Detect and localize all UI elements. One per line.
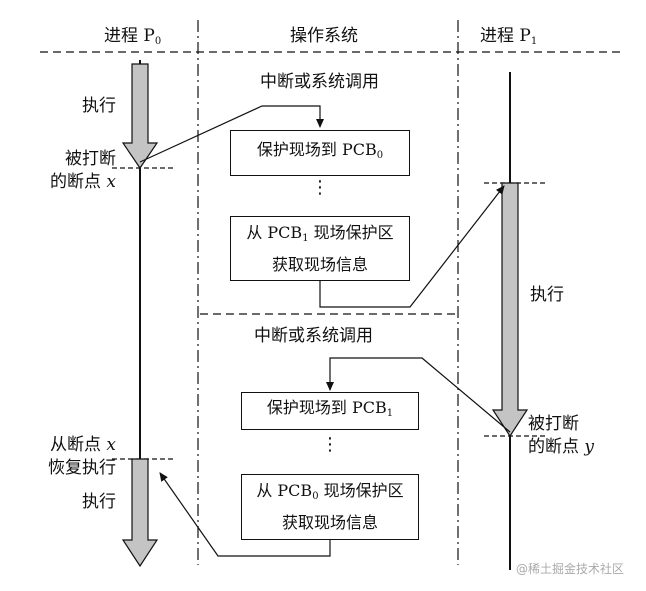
os-dots-top: ⋮ <box>311 177 329 198</box>
os-box-save-pcb1: 保护现场到 PCB1 <box>241 392 419 430</box>
p1-exec-label: 执行 <box>530 285 564 305</box>
p0-exec-arrow-top <box>121 63 159 170</box>
p0-break-label: 被打断 的断点 x <box>50 149 116 192</box>
os-dots-bottom: ⋮ <box>321 434 339 455</box>
p0-exec-label-top: 执行 <box>82 96 116 116</box>
os-box-restore-pcb1: 从 PCB1 现场保护区 获取现场信息 <box>230 216 410 281</box>
p0-exec-label-bottom: 执行 <box>82 492 116 512</box>
header-p0-label: 进程 P0 <box>104 26 162 47</box>
os-call-label-top: 中断或系统调用 <box>260 72 379 92</box>
connector-p1-to-os <box>326 357 511 433</box>
p1-exec-arrow <box>491 182 529 438</box>
os-box-save-pcb0: 保护现场到 PCB0 <box>230 130 410 176</box>
p0-resume-label: 从断点 x 恢复执行 <box>48 435 116 478</box>
header-os-label: 操作系统 <box>290 26 358 46</box>
os-box-restore-pcb0: 从 PCB0 现场保护区 获取现场信息 <box>241 474 419 540</box>
connector-os-to-p1 <box>319 185 505 308</box>
connector-p0-to-os <box>139 105 324 163</box>
p1-break-label: 被打断 的断点 y <box>528 414 595 457</box>
p0-exec-arrow-bottom <box>121 458 159 568</box>
watermark: @稀土掘金技术社区 <box>516 562 625 576</box>
connector-os-to-p0 <box>159 472 331 557</box>
header-p1-label: 进程 P1 <box>480 26 538 47</box>
os-call-label-bottom: 中断或系统调用 <box>254 326 373 346</box>
